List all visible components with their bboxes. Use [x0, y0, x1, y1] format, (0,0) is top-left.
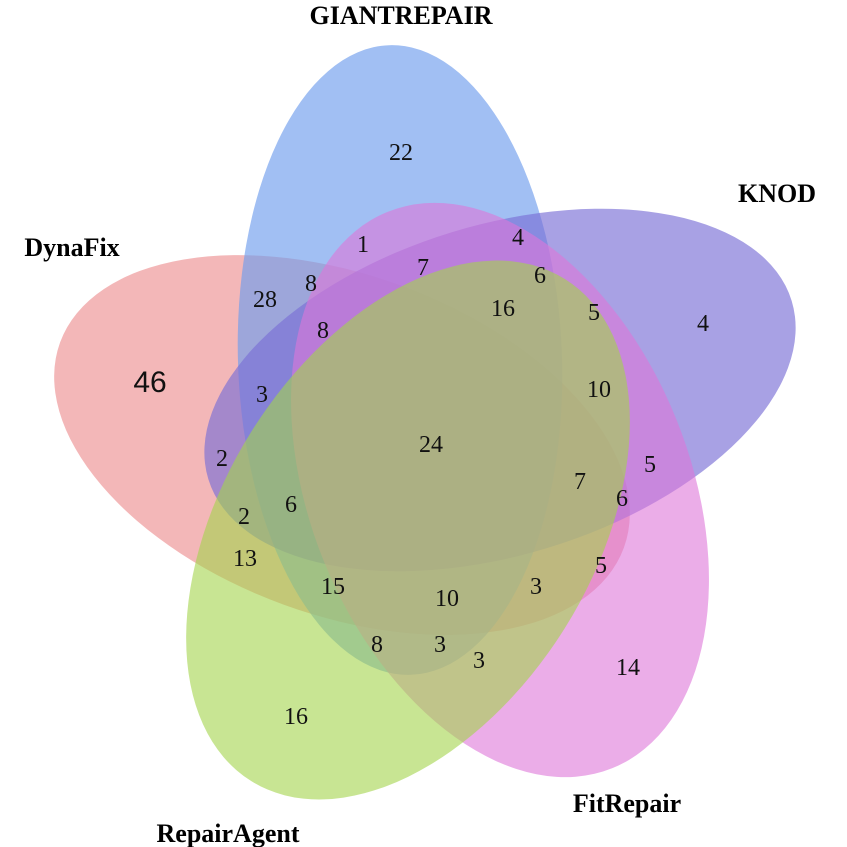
region-count: 28 [253, 287, 277, 313]
region-count: 8 [371, 632, 383, 658]
region-count: 10 [435, 586, 459, 612]
region-count: 7 [417, 255, 429, 281]
region-count: 8 [317, 318, 329, 344]
region-count: 3 [256, 382, 268, 408]
region-count: 16 [491, 296, 515, 322]
region-count: 3 [473, 648, 485, 674]
region-count: 6 [534, 263, 546, 289]
region-count: 13 [233, 546, 257, 572]
region-count: 5 [644, 452, 656, 478]
set-label-fitrepair: FitRepair [573, 789, 681, 818]
region-count: 5 [588, 300, 600, 326]
region-count: 2 [216, 446, 228, 472]
set-labels: GIANTREPAIR KNOD DynaFix FitRepair Repai… [24, 1, 816, 847]
region-count: 1 [357, 232, 369, 258]
set-label-giantrepair: GIANTREPAIR [310, 1, 493, 30]
region-count: 3 [530, 574, 542, 600]
region-counts: 22 4 46 1 7 4 8 6 28 16 5 8 3 10 2 24 5 … [133, 140, 709, 730]
region-count: 4 [697, 311, 709, 337]
region-count: 24 [419, 432, 443, 458]
region-count: 2 [238, 504, 250, 530]
set-repairagent-shape [186, 260, 630, 800]
region-count: 15 [321, 574, 345, 600]
region-count: 10 [587, 377, 611, 403]
region-count: 3 [434, 632, 446, 658]
region-count: 46 [133, 366, 166, 399]
region-count: 5 [595, 553, 607, 579]
region-count: 8 [305, 271, 317, 297]
region-count: 14 [616, 655, 640, 681]
region-count: 22 [389, 140, 413, 166]
region-count: 4 [512, 225, 524, 251]
set-label-dynafix: DynaFix [24, 233, 119, 262]
set-shapes [54, 45, 796, 800]
set-label-knod: KNOD [738, 179, 816, 208]
set-label-repairagent: RepairAgent [157, 819, 300, 847]
region-count: 6 [616, 486, 628, 512]
region-count: 6 [285, 492, 297, 518]
region-count: 16 [284, 704, 308, 730]
region-count: 7 [574, 469, 586, 495]
